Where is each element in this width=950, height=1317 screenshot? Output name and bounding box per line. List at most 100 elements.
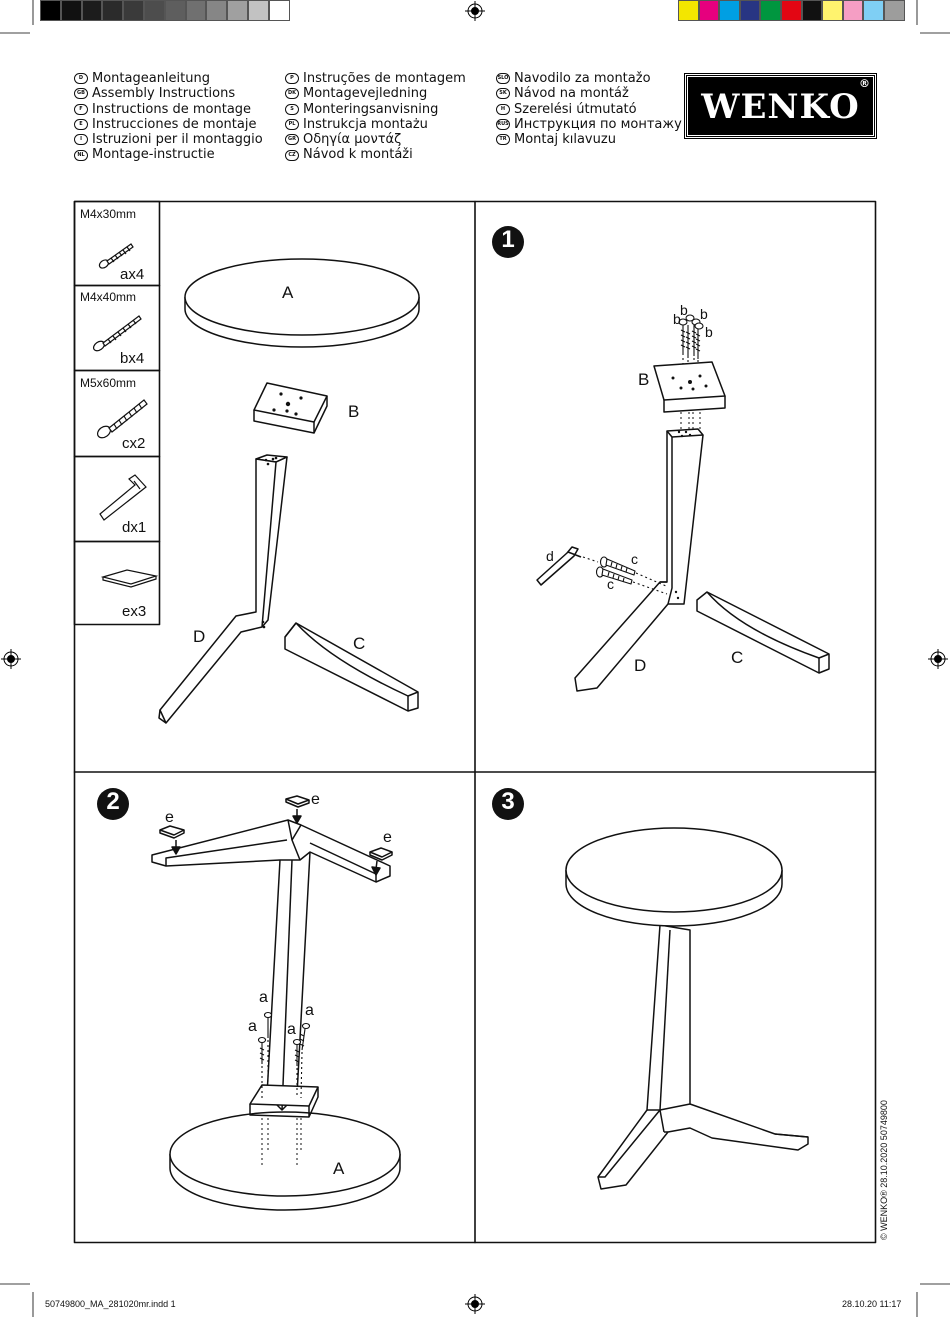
step-1-badge (492, 226, 524, 258)
instruction-language-item: SK Návod na montáž (496, 86, 682, 101)
instruction-language-item: E Instrucciones de montaje (74, 117, 263, 132)
language-label: Инструкция по монтажу (514, 116, 682, 132)
color-swatch (842, 0, 864, 21)
part-b-size: M4x40mm (80, 290, 137, 304)
language-code-badge: GB (74, 88, 88, 100)
language-label: Montagevejledning (303, 86, 428, 102)
language-code-badge: TR (496, 134, 510, 146)
step-2-number: 2 (106, 788, 120, 815)
step-1-number: 1 (501, 226, 515, 253)
leg-c (284, 622, 419, 712)
step2-label-a1: a (259, 989, 268, 1006)
language-code-badge: E (74, 119, 88, 131)
step-numbers (97, 226, 524, 820)
leg-d (158, 454, 288, 724)
language-label: Οδηγία μοντάζ (303, 132, 402, 148)
color-swatch (884, 0, 905, 21)
language-code-badge: I (74, 134, 88, 146)
step2-label-a3: a (248, 1018, 257, 1035)
screws-c (582, 556, 668, 595)
mounting-plate-b (253, 382, 328, 434)
language-code-badge: PL (285, 119, 299, 131)
instruction-language-item: TR Montaj kılavuzu (496, 132, 682, 147)
language-label: Návod na montáž (514, 86, 629, 102)
table-top-a (184, 258, 420, 348)
step2-label-e2: e (311, 791, 320, 808)
step2-label-e3: e (383, 829, 392, 846)
language-label: Istruzioni per il montaggio (92, 132, 263, 148)
color-swatch (863, 0, 884, 21)
color-swatch (248, 0, 269, 21)
instruction-language-item: S Monteringsanvisning (285, 102, 466, 117)
screw-b-icon (92, 315, 142, 352)
instruction-language-item: GB Assembly Instructions (74, 86, 263, 101)
step1-label-b3: b (700, 306, 708, 322)
registration-mark-top (465, 1, 485, 21)
color-swatch (268, 0, 290, 21)
language-code-badge: H (496, 103, 510, 115)
color-swatch (760, 0, 781, 21)
instruction-language-item: F Instructions de montage (74, 102, 263, 117)
step1-label-c2: c (607, 576, 614, 592)
part-b-qty: bx4 (120, 350, 145, 367)
color-swatch (40, 0, 61, 21)
step1-label-b1: b (680, 302, 688, 318)
language-label: Monteringsanvisning (303, 101, 439, 117)
leg-assembly-upside-down (151, 819, 391, 1111)
color-swatch (801, 0, 823, 21)
screws-b (678, 314, 704, 382)
leg-d-step1 (574, 428, 704, 692)
screw-a-icon (98, 243, 134, 269)
step1-label-b4: b (705, 324, 713, 340)
language-code-badge: F (74, 103, 88, 115)
part-a-size: M4x30mm (80, 207, 137, 221)
registration-mark-left (1, 649, 21, 669)
language-label: Montaj kılavuzu (514, 132, 616, 148)
screws-a (257, 1011, 311, 1099)
language-code-badge: DK (285, 88, 299, 100)
wenko-logo: WENKO ® (684, 73, 877, 139)
label-b: B (348, 402, 360, 421)
language-label: Assembly Instructions (92, 86, 236, 102)
color-swatch (678, 0, 699, 21)
step1-label-d: d (546, 548, 554, 564)
language-label: Instrucciones de montaje (92, 116, 257, 132)
felt-pads-e (159, 795, 393, 861)
registration-mark-right (928, 649, 948, 669)
logo-text: WENKO (701, 87, 860, 127)
step-3-drawing (565, 827, 809, 1190)
table-top-a-step2 (169, 1111, 401, 1211)
language-code-badge: GR (285, 134, 299, 146)
language-code-badge: P (285, 73, 299, 85)
language-label: Szerelési útmutató (514, 101, 637, 117)
step1-label-d-leg: D (634, 656, 647, 675)
step-2-badge (97, 788, 129, 820)
part-icons (92, 243, 159, 588)
step-3-number: 3 (501, 788, 515, 815)
exploded-view (158, 258, 420, 724)
step2-label-a2: a (305, 1002, 314, 1019)
registration-mark-bottom (465, 1294, 485, 1314)
step-1-drawing (536, 314, 830, 692)
arrows-e (171, 809, 381, 876)
leg-c-step1 (696, 591, 830, 674)
part-c-qty: cx2 (122, 435, 146, 452)
language-label: Instructions de montage (92, 101, 252, 117)
footer-date: 28.10.20 11:17 (842, 1299, 902, 1309)
language-code-badge: S (285, 103, 299, 115)
language-code-badge: SK (496, 88, 510, 100)
instruction-language-item: GR Οδηγία μοντάζ (285, 132, 466, 147)
color-swatch (206, 0, 228, 21)
step1-label-c1: c (631, 551, 638, 567)
language-code-badge: D (74, 73, 88, 85)
step-3-badge (492, 788, 524, 820)
color-swatch (698, 0, 720, 21)
color-swatch (739, 0, 761, 21)
registered-mark: ® (859, 77, 871, 90)
